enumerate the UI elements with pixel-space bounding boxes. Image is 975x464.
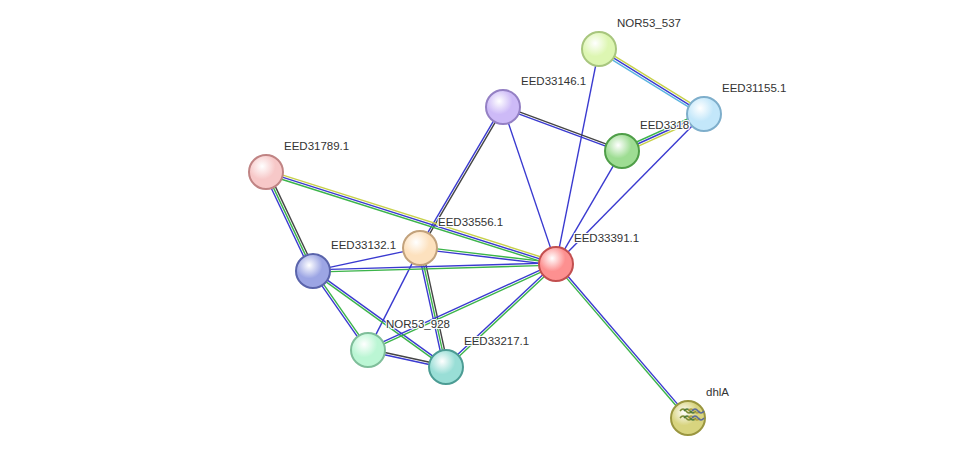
edge-line bbox=[383, 270, 540, 342]
edge-line bbox=[519, 112, 606, 144]
protein-node: NOR53_928 bbox=[350, 332, 386, 368]
node-label: EED33146.1 bbox=[521, 75, 586, 87]
edge-line bbox=[508, 123, 550, 248]
protein-node: EED31155.1 bbox=[686, 96, 722, 132]
node-circle bbox=[581, 31, 617, 67]
edge-line bbox=[385, 353, 430, 363]
edge-line bbox=[612, 60, 688, 107]
interaction-edge bbox=[566, 276, 678, 406]
edge-line bbox=[568, 126, 692, 252]
node-circle bbox=[485, 89, 521, 125]
edge-line bbox=[330, 266, 539, 272]
interaction-edge bbox=[568, 126, 692, 252]
interaction-edge bbox=[383, 270, 541, 344]
edge-line bbox=[458, 275, 543, 355]
protein-node: EED33146.1 bbox=[485, 89, 521, 125]
node-circle bbox=[350, 332, 386, 368]
edge-line bbox=[384, 272, 541, 344]
node-label: NOR53_537 bbox=[617, 17, 681, 29]
interaction-edge bbox=[559, 66, 595, 248]
interaction-edge bbox=[458, 275, 545, 356]
edge-line bbox=[271, 188, 303, 256]
protein-node: EED33391.1 bbox=[538, 246, 574, 282]
edge-line bbox=[330, 252, 404, 268]
edge-line bbox=[437, 249, 539, 261]
node-label: EED33556.1 bbox=[438, 216, 503, 228]
interaction-edge bbox=[508, 123, 550, 248]
protein-node: dhlA bbox=[670, 400, 706, 436]
node-label: EED31789.1 bbox=[284, 140, 349, 152]
protein-node: EED33132.1 bbox=[295, 253, 331, 289]
interaction-edge bbox=[637, 119, 690, 146]
interaction-edge bbox=[384, 353, 429, 365]
node-circle bbox=[402, 230, 438, 266]
edge-line bbox=[384, 355, 429, 365]
node-circle bbox=[604, 133, 640, 169]
edge-line bbox=[613, 58, 689, 105]
edge-line bbox=[519, 114, 606, 146]
node-label: EED3318 bbox=[640, 119, 689, 131]
edge-line bbox=[324, 284, 360, 335]
node-circle bbox=[686, 96, 722, 132]
node-label: dhlA bbox=[706, 386, 729, 398]
node-label: EED33217.1 bbox=[464, 335, 529, 347]
edge-line bbox=[459, 276, 544, 356]
edge-line bbox=[421, 265, 440, 351]
interaction-edge bbox=[437, 249, 539, 263]
edge-line bbox=[424, 265, 443, 351]
interaction-edge bbox=[519, 112, 607, 146]
edge-line bbox=[437, 251, 539, 263]
node-circle bbox=[428, 349, 464, 385]
interaction-edge bbox=[330, 263, 539, 271]
node-circle bbox=[248, 154, 284, 190]
edge-line bbox=[559, 66, 595, 248]
edge-line bbox=[322, 286, 358, 337]
interaction-edge bbox=[330, 252, 404, 268]
node-label: EED33391.1 bbox=[574, 232, 639, 244]
node-circle bbox=[538, 246, 574, 282]
edge-line bbox=[273, 187, 305, 255]
structure-icon bbox=[670, 400, 706, 436]
edge-line bbox=[275, 186, 307, 254]
interaction-edge bbox=[612, 56, 690, 107]
protein-node: NOR53_537 bbox=[581, 31, 617, 67]
node-label: EED33132.1 bbox=[331, 239, 396, 251]
edge-line bbox=[615, 56, 691, 103]
node-circle bbox=[295, 253, 331, 289]
protein-node: EED33217.1 bbox=[428, 349, 464, 385]
edge-line bbox=[426, 264, 445, 350]
protein-node: EED31789.1 bbox=[248, 154, 284, 190]
protein-node: EED3318 bbox=[604, 133, 640, 169]
interaction-edge bbox=[271, 186, 307, 256]
interaction-edge bbox=[421, 264, 444, 351]
node-label: NOR53_928 bbox=[386, 318, 450, 330]
edge-line bbox=[568, 276, 678, 404]
edge-line bbox=[566, 278, 676, 406]
protein-node: EED33556.1 bbox=[402, 230, 438, 266]
node-label: EED31155.1 bbox=[722, 82, 786, 94]
